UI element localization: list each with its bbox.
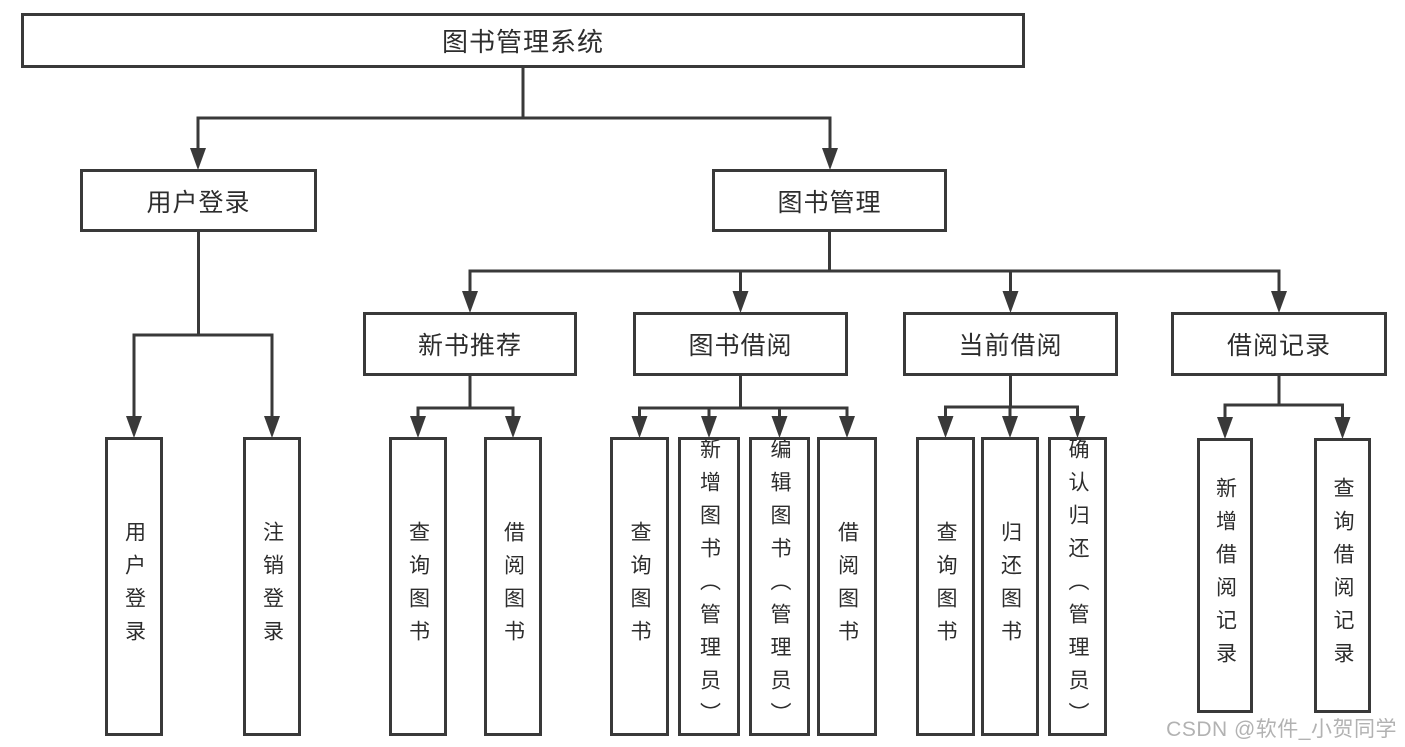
leaf-cb-query-books-label: 查询图书: [934, 520, 957, 653]
node-current-borrow-label: 当前借阅: [958, 332, 1063, 360]
node-root: 图书管理系统: [21, 13, 1025, 68]
node-borrow-records: 借阅记录: [1171, 312, 1387, 376]
leaf-cb-return-books: 归还图书: [981, 437, 1039, 736]
node-root-label: 图书管理系统: [441, 27, 604, 57]
node-new-book-recommend-label: 新书推荐: [417, 332, 522, 360]
leaf-br-query-record-label: 查询借阅记录: [1331, 476, 1354, 675]
leaf-bb-edit-books-admin: 编辑图书（管理员）: [749, 437, 810, 736]
leaf-cb-return-books-label: 归还图书: [998, 520, 1022, 653]
leaf-br-add-record: 新增借阅记录: [1197, 438, 1253, 713]
leaf-bb-borrow-books: 借阅图书: [817, 437, 877, 736]
leaf-cb-confirm-return-admin: 确认归还（管理员）: [1048, 437, 1107, 736]
node-book-borrow: 图书借阅: [633, 312, 848, 376]
leaf-cb-query-books: 查询图书: [916, 437, 975, 736]
leaf-br-add-record-label: 新增借阅记录: [1213, 476, 1237, 675]
leaf-br-query-record: 查询借阅记录: [1314, 438, 1371, 713]
node-new-book-recommend: 新书推荐: [363, 312, 577, 376]
leaf-nb-borrow-books-label: 借阅图书: [501, 520, 525, 653]
leaf-nb-query-books-label: 查询图书: [406, 520, 430, 653]
leaf-nb-query-books: 查询图书: [389, 437, 447, 736]
node-user-login-label: 用户登录: [146, 188, 251, 217]
node-book-management: 图书管理: [712, 169, 947, 232]
leaf-cb-confirm-return-admin-label: 确认归还（管理员）: [1066, 438, 1089, 735]
leaf-bb-add-books-admin: 新增图书（管理员）: [678, 437, 740, 736]
leaf-logout-label: 注销登录: [260, 520, 284, 653]
watermark: CSDN @软件_小贺同学: [1166, 718, 1397, 741]
leaf-bb-borrow-books-label: 借阅图书: [835, 520, 859, 653]
node-borrow-records-label: 借阅记录: [1226, 332, 1331, 360]
node-user-login: 用户登录: [80, 169, 317, 232]
node-current-borrow: 当前借阅: [903, 312, 1118, 376]
leaf-user-login-label: 用户登录: [122, 520, 146, 653]
leaf-logout: 注销登录: [243, 437, 301, 736]
leaf-bb-query-books: 查询图书: [610, 437, 669, 736]
leaf-bb-edit-books-admin-label: 编辑图书（管理员）: [768, 438, 791, 735]
leaf-nb-borrow-books: 借阅图书: [484, 437, 542, 736]
leaf-bb-query-books-label: 查询图书: [628, 520, 651, 653]
leaf-bb-add-books-admin-label: 新增图书（管理员）: [697, 438, 721, 735]
node-book-management-label: 图书管理: [777, 188, 882, 217]
node-book-borrow-label: 图书借阅: [688, 332, 793, 360]
leaf-user-login: 用户登录: [105, 437, 163, 736]
